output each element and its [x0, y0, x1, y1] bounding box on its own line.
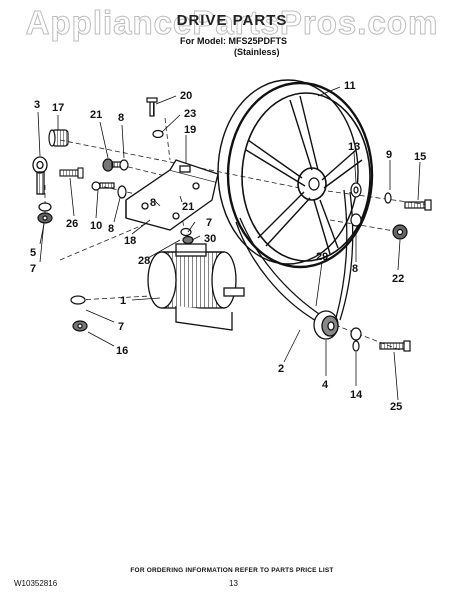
diagram-title: DRIVE PARTS	[176, 12, 288, 29]
drive-pulley-wheel	[217, 79, 374, 269]
drive-belt	[235, 189, 354, 323]
callout-23: 23	[184, 108, 196, 120]
callout-3: 3	[34, 99, 40, 111]
motor-mount-bracket	[125, 159, 219, 231]
document-code: W10352816	[14, 579, 58, 588]
callout-29: 29	[316, 251, 328, 263]
drive-motor	[147, 243, 245, 331]
eye-bolt	[32, 156, 48, 195]
callout-4: 4	[322, 379, 329, 391]
model-variant: (Stainless)	[234, 47, 280, 57]
assembly-lines	[44, 117, 431, 351]
callout-30: 30	[204, 233, 216, 245]
callout-8b: 8	[108, 223, 114, 235]
callout-5: 5	[30, 247, 36, 259]
callout-19: 19	[184, 124, 196, 136]
callout-26: 26	[66, 218, 78, 230]
callout-8d: 8	[352, 263, 358, 275]
adjusting-bolt	[59, 167, 84, 179]
callout-25: 25	[390, 401, 402, 413]
motor-pulley	[313, 310, 339, 340]
hardware-nuts-washers	[37, 97, 432, 352]
callout-22: 22	[392, 273, 404, 285]
tension-knob	[48, 129, 69, 147]
callout-8: 8	[118, 112, 124, 124]
callout-21b: 21	[182, 201, 194, 213]
callout-1: 1	[120, 295, 126, 307]
callout-21: 21	[90, 109, 102, 121]
callout-9: 9	[386, 149, 392, 161]
callout-13: 13	[348, 141, 360, 153]
callout-2: 2	[278, 363, 284, 375]
watermark: AppliancePartsPros.com	[25, 4, 439, 42]
callout-7c: 7	[118, 321, 124, 333]
callout-10: 10	[90, 220, 102, 232]
callout-14: 14	[350, 389, 363, 401]
callout-15: 15	[414, 151, 426, 163]
callout-28: 28	[138, 255, 150, 267]
ordering-note: FOR ORDERING INFORMATION REFER TO PARTS …	[130, 567, 334, 574]
callout-11: 11	[344, 80, 356, 92]
callout-16: 16	[116, 345, 128, 357]
callout-7b: 7	[206, 217, 212, 229]
callout-20: 20	[180, 90, 192, 102]
leader-lines	[37, 86, 421, 401]
callout-8c: 8	[150, 197, 156, 209]
page-number: 13	[229, 579, 238, 588]
callout-numbers: 3 17 21 8 20 23 19 11 13 9 15 26 10 8 8 …	[30, 80, 426, 413]
model-line: For Model: MFS25PDFTS	[180, 36, 288, 46]
callout-7a: 7	[30, 263, 36, 275]
callout-18: 18	[124, 235, 136, 247]
callout-17: 17	[52, 102, 64, 114]
